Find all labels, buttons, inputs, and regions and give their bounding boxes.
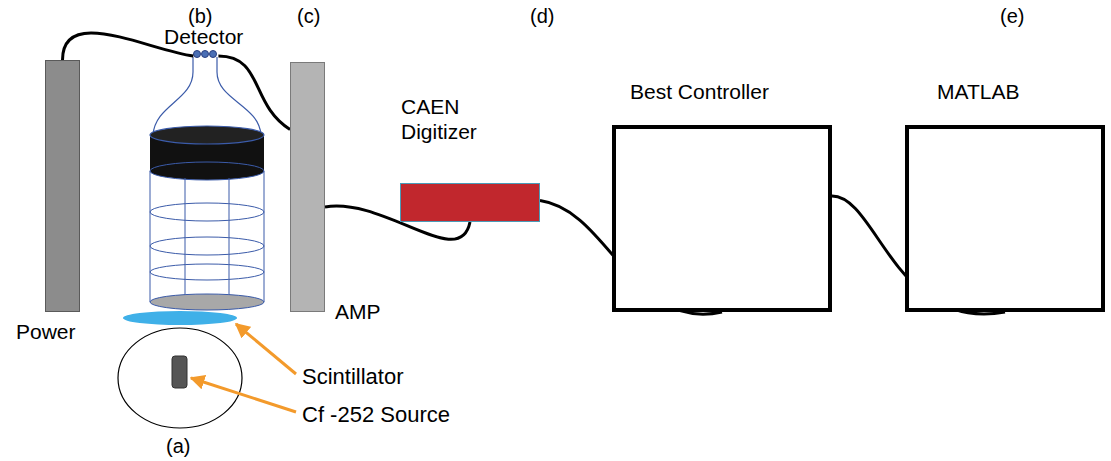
scintillator-disc [123,311,237,325]
cable [218,56,290,130]
source-housing [118,328,242,428]
node-label: CAEN Digitizer [401,94,501,144]
pmt-cage [150,171,264,307]
node-label: Best Controller [630,79,769,104]
pmt-bulb [153,57,261,135]
node-label: Detector [164,24,243,49]
leader-arrow [236,324,296,374]
power-supply: Power [45,60,80,312]
pmt-body-bottom [150,162,264,180]
node-label: AMP [335,299,381,324]
detector: Detector [150,56,264,306]
pmt-window [150,294,264,310]
callout-letter: (a) [166,434,190,458]
pmt-body-top [150,126,264,144]
cf252-source [172,356,187,388]
pmt-pin [202,51,209,58]
part-label: Scintillator [302,364,403,390]
part-label: Cf -252 Source [302,402,450,428]
callout-letter: (c) [297,4,320,28]
callout-letter: (b) [188,4,212,28]
leader-arrow [191,378,296,412]
digitizer: CAEN Digitizer [400,183,540,222]
pmt-pin [194,51,201,58]
amplifier: AMP [290,62,325,312]
matlab-box: MATLAB [905,125,1105,312]
pmt-pin [210,51,217,58]
callout-letter: (d) [530,4,554,28]
node-label: MATLAB [937,79,1019,104]
controller-box: Best Controller [612,125,832,312]
callout-letter: (e) [1000,4,1024,28]
node-label: Power [16,319,76,344]
